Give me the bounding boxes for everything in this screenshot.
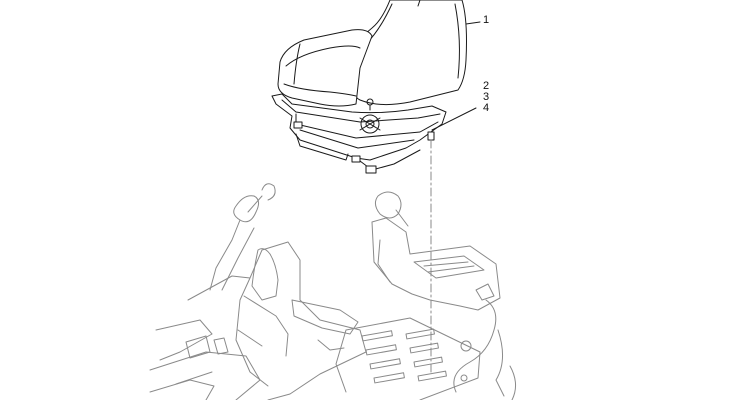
right-console-panel [413,255,485,279]
seat-slide-rail-left [295,133,349,161]
seat-backrest [350,0,467,106]
seat-slide-rail-right [355,149,421,171]
floor-plate [335,317,481,400]
seat-cushion [277,29,373,107]
left-lever-grip [233,195,260,223]
rail-bracket-right [365,165,377,174]
callout-2: 2 [483,80,490,92]
floor-slots [361,328,447,384]
left-console [187,241,367,400]
leader-line-4 [431,107,477,131]
left-joystick [251,248,279,301]
seat-assembly [271,0,467,174]
left-frame-floor [149,319,261,400]
seat-adjuster-knob [360,114,380,134]
floor-bolt [460,374,468,382]
leader-line-1 [465,21,481,25]
right-lever-grip [374,191,402,219]
callout-3: 3 [483,91,490,103]
operator-platform [149,183,516,400]
pedal-block [185,335,211,359]
rail-bracket-left [293,121,303,129]
seat-suspension-base [271,93,447,161]
right-hose [453,299,497,393]
rail-bracket-front [351,155,361,163]
left-lever-post [209,195,263,291]
left-armrest [291,299,359,335]
callout-4: 4 [483,102,490,114]
hose-fitting [460,340,472,352]
seat-mount-bolt [427,131,435,141]
callout-1: 1 [483,14,490,26]
right-console [371,217,501,311]
